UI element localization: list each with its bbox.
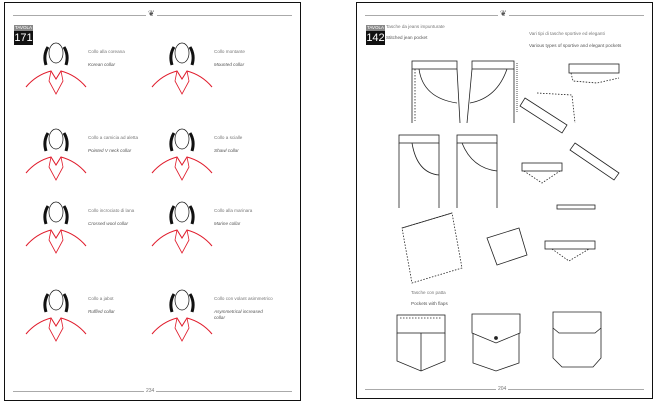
page-number: 204 <box>496 386 509 392</box>
jean-front-drawing <box>411 60 461 124</box>
right-page: ❦ TAVOLA 142 Tasche da jeans impunturate… <box>356 2 653 399</box>
collar-figure <box>151 289 213 342</box>
collar-figure <box>25 42 87 95</box>
button-welt-drawing <box>544 240 596 262</box>
page-number: 234 <box>144 388 157 394</box>
flap-pocket-1 <box>396 314 446 372</box>
jean-side-drawing-1 <box>398 134 440 208</box>
flap-pocket-2 <box>471 313 521 372</box>
collar-figure <box>151 201 213 254</box>
collar-figure <box>151 42 213 95</box>
tavola-badge: TAVOLA 171 <box>14 25 33 45</box>
collar-figure <box>25 201 87 254</box>
caption-flaps: Tasche con patta Pockets with flaps <box>411 290 448 306</box>
thin-welt-drawing <box>556 204 596 210</box>
collar-figure <box>151 128 213 181</box>
slanted-welt-drawing <box>569 142 620 181</box>
flap-welt-drawing <box>521 162 563 184</box>
flap-arrow-drawing <box>486 227 528 266</box>
collar-figure <box>25 289 87 342</box>
caption-jean: Tasche da jeans impunturate Stitched jea… <box>386 24 445 40</box>
patch-pocket-angled-drawing <box>401 212 463 284</box>
caption-types: Vari tipi di tasche sportive ed eleganti… <box>529 31 622 48</box>
jean-side-drawing-2 <box>456 134 498 208</box>
welt-pocket-drawing <box>568 63 620 84</box>
flap-pocket-3 <box>552 311 602 368</box>
ornament-icon: ❦ <box>146 9 157 18</box>
pocket-drawings <box>396 60 620 372</box>
ornament-icon: ❦ <box>498 9 509 18</box>
angled-welt-drawing <box>519 92 576 134</box>
collar-figure <box>25 128 87 181</box>
tavola-badge: TAVOLA 142 <box>366 25 385 45</box>
jean-back-drawing <box>466 60 518 124</box>
